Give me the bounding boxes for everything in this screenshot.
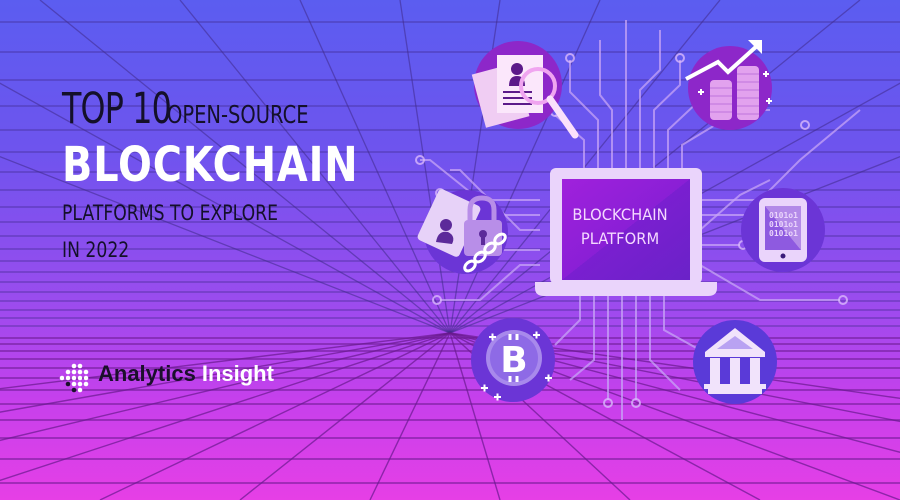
- headline-platforms: PLATFORMS TO EXPLORE: [62, 201, 279, 225]
- svg-text:0101o1: 0101o1: [769, 211, 798, 220]
- svg-text:0101o1: 0101o1: [769, 220, 798, 229]
- tablet-binary-icon: 0101o1 0101o1 0101o1: [741, 188, 825, 272]
- logo-word-analytics: Analytics: [98, 361, 196, 386]
- headline-open-source: OPEN-SOURCE: [166, 100, 309, 129]
- laptop-screen-line1: BLOCKCHAIN: [572, 205, 668, 224]
- logo-word-insight: Insight: [201, 361, 274, 386]
- id-lock-chain-icon: [417, 189, 508, 274]
- coins-growth-icon: [685, 40, 772, 130]
- analytics-insight-logo: Analytics Insight: [98, 361, 274, 387]
- headline-top10: TOP 10: [62, 84, 172, 134]
- laptop-illustration: [535, 168, 717, 296]
- bank-icon: [693, 320, 777, 404]
- svg-text:0101o1: 0101o1: [769, 229, 798, 238]
- circuit-traces: [420, 20, 861, 420]
- svg-text:B: B: [500, 340, 527, 381]
- bitcoin-icon: B: [471, 318, 555, 402]
- resume-search-icon: [471, 41, 579, 139]
- headline-year: IN 2022: [62, 238, 130, 262]
- laptop-screen-line2: PLATFORM: [580, 229, 660, 248]
- headline-blockchain: BLOCKCHAIN: [62, 137, 359, 193]
- analytics-insight-logo-mark: [59, 363, 89, 393]
- laptop-screen-text: BLOCKCHAIN PLATFORM: [560, 203, 680, 251]
- headline: TOP 10 OPEN-SOURCE BLOCKCHAIN PLATFORMS …: [62, 88, 419, 261]
